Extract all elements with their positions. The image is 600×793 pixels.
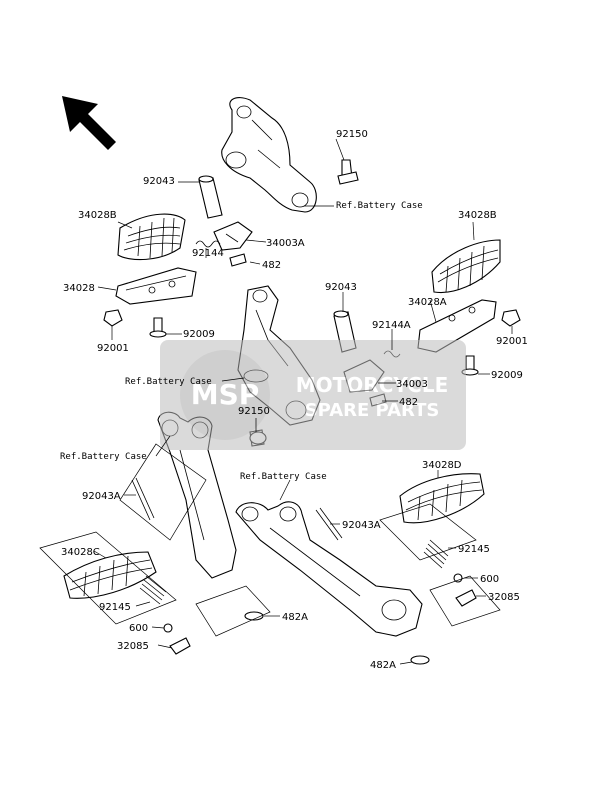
label-482A-left: 482A [282, 612, 308, 623]
label-600-right: 600 [480, 574, 499, 585]
label-92001-right: 92001 [496, 336, 528, 347]
label-34028D: 34028D [422, 460, 462, 471]
watermark-line1: MOTORCYCLE [296, 373, 448, 397]
label-32085-right: 32085 [488, 592, 520, 603]
label-92043-mid: 92043 [325, 282, 357, 293]
spring-92145-right [423, 539, 449, 569]
footpeg-34028D-right [399, 473, 485, 524]
part-labels: 92150 92043 Ref.Battery Case 34028B 3400… [60, 129, 528, 671]
watermark-line2: SPARE PARTS [305, 400, 440, 421]
nut-92001-left [103, 309, 123, 327]
washer-482A-left [244, 611, 264, 621]
label-92145-right: 92145 [458, 544, 490, 555]
lower-right-bracket [235, 501, 423, 637]
front-direction-arrow-icon [62, 96, 116, 150]
ball-600-right [453, 573, 463, 583]
label-ref-battery-case-mid: Ref.Battery Case [125, 377, 212, 387]
watermark-logo: MSP [191, 378, 260, 411]
leader-lines [93, 138, 513, 665]
label-92043A-left: 92043A [82, 491, 121, 502]
label-92145-left: 92145 [99, 602, 131, 613]
label-92150-mid: 92150 [238, 406, 270, 417]
pin-92043A-left [131, 477, 155, 521]
label-34003A: 34003A [266, 238, 305, 249]
bolt-92150-top [337, 159, 359, 185]
group-boxes [39, 443, 501, 637]
label-34003: 34003 [396, 379, 428, 390]
plate-32085-left [169, 637, 191, 655]
label-92009-left: 92009 [183, 329, 215, 340]
pin-92043-top [198, 175, 223, 219]
label-92150-top: 92150 [336, 129, 368, 140]
watermark: MSP MOTORCYCLE SPARE PARTS [160, 340, 466, 450]
nut-92001-right [501, 309, 521, 327]
bolt-92009-left [149, 317, 167, 338]
label-92043A-right: 92043A [342, 520, 381, 531]
label-34028B-right: 34028B [458, 210, 497, 221]
plate-32085-right [455, 589, 477, 607]
label-34028B-left: 34028B [78, 210, 117, 221]
label-92009-right: 92009 [491, 370, 523, 381]
label-ref-battery-case-top: Ref.Battery Case [336, 201, 423, 211]
label-600-left: 600 [129, 623, 148, 634]
footpeg-rubber-34028B-left [117, 213, 186, 261]
spring-92145-left [139, 575, 167, 605]
footpeg-rubber-34028B-right [431, 239, 501, 294]
footpeg-34028C-left [63, 551, 157, 599]
washer-482A-bottom [410, 655, 430, 665]
label-ref-battery-case-left: Ref.Battery Case [60, 452, 147, 462]
label-92144A: 92144A [372, 320, 411, 331]
label-34028: 34028 [63, 283, 95, 294]
label-482-mid: 482 [399, 397, 418, 408]
label-92043-top: 92043 [143, 176, 175, 187]
label-34028C: 34028C [61, 547, 100, 558]
label-ref-battery-case-center: Ref.Battery Case [240, 472, 327, 482]
spring-92144 [195, 240, 221, 248]
label-482A-bottom: 482A [370, 660, 396, 671]
label-482-top: 482 [262, 260, 281, 271]
footpeg-34028-left [115, 267, 197, 305]
label-92144: 92144 [192, 248, 224, 259]
ball-600-left [163, 623, 173, 633]
label-34028A: 34028A [408, 297, 447, 308]
upper-bracket [221, 97, 317, 213]
label-92001-left: 92001 [97, 343, 129, 354]
label-32085-left: 32085 [117, 641, 149, 652]
pin-92043A-right [315, 507, 343, 541]
